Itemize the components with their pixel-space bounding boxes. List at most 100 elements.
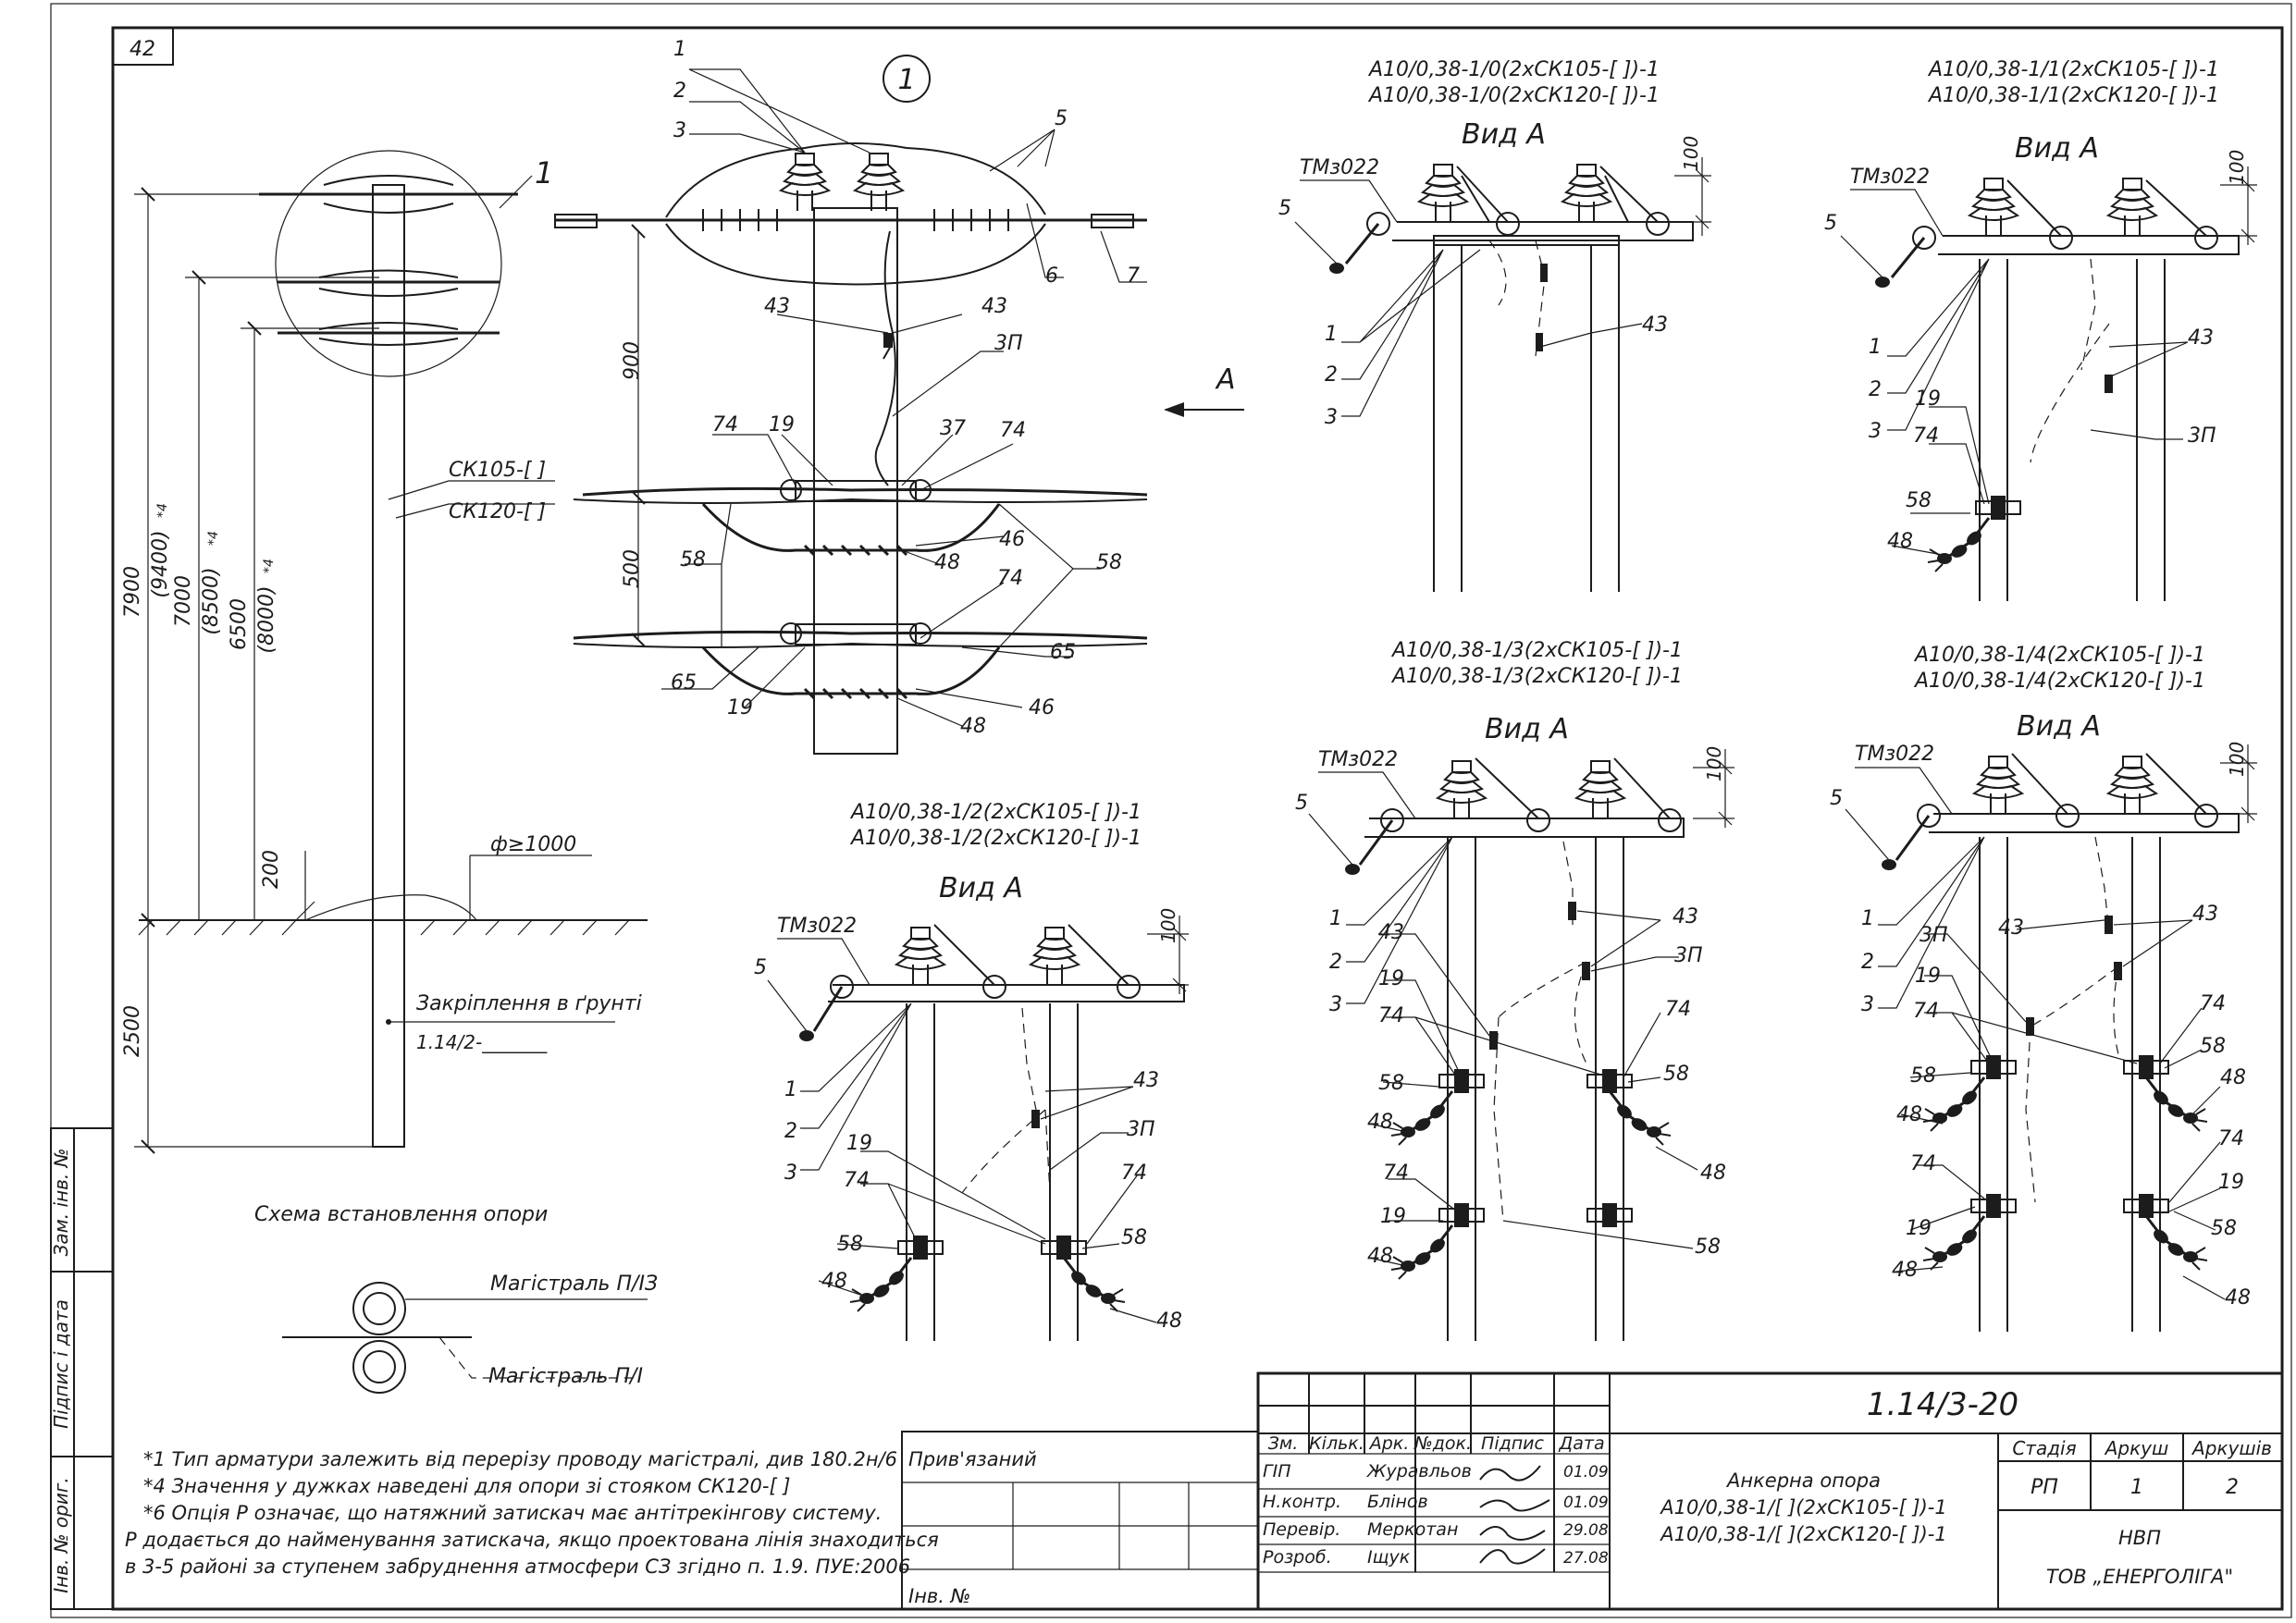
view-title-1: А10/0,38-1/3(2хСК105-[ ])-1 <box>1390 639 1683 662</box>
svg-text:5: 5 <box>1055 107 1068 130</box>
svg-text:48: 48 <box>2225 1286 2251 1309</box>
role-gip: ГІП <box>1263 1461 1290 1482</box>
svg-text:48: 48 <box>1156 1309 1182 1333</box>
svg-text:58: 58 <box>2200 1035 2226 1058</box>
installation-scheme: Схема встановлення опори Магістраль П/ІЗ… <box>254 1203 658 1394</box>
view-label: Вид А <box>1462 118 1546 151</box>
pole-type-2: СК120-[ ] <box>449 500 546 523</box>
view-tm-ref: ТМз022 <box>777 915 857 938</box>
svg-text:19: 19 <box>1378 967 1404 990</box>
dim-6500: 6500 <box>228 598 251 650</box>
svg-text:5: 5 <box>754 956 767 979</box>
svg-text:48: 48 <box>1892 1259 1918 1282</box>
svg-text:74: 74 <box>844 1169 870 1192</box>
svg-text:65: 65 <box>671 671 697 695</box>
svg-text:*4: *4 <box>262 559 277 573</box>
stage-header: Стадія <box>2012 1437 2076 1459</box>
svg-text:2: 2 <box>1329 951 1342 974</box>
svg-text:2: 2 <box>1869 378 1882 401</box>
svg-text:58: 58 <box>1663 1063 1689 1086</box>
svg-text:48: 48 <box>1367 1245 1393 1268</box>
view-title-1: А10/0,38-1/4(2хСК105-[ ])-1 <box>1913 644 2205 667</box>
note-1: *1 Тип арматури залежить від перерізу пр… <box>143 1448 897 1470</box>
svg-text:1: 1 <box>1869 336 1882 359</box>
dim-200: 200 <box>260 850 283 889</box>
document-code: 1.14/3-20 <box>1867 1386 2018 1423</box>
svg-text:2: 2 <box>673 80 686 103</box>
svg-text:2: 2 <box>784 1120 797 1143</box>
svg-text:3: 3 <box>1869 420 1882 443</box>
view-1-3: А10/0,38-1/3(2хСК105-[ ])-1 А10/0,38-1/3… <box>1295 639 1734 1341</box>
scheme-line-2: Магістраль П/І <box>488 1365 643 1388</box>
svg-text:48: 48 <box>1700 1162 1726 1185</box>
org-line-1: НВП <box>2118 1527 2161 1549</box>
svg-text:43: 43 <box>2192 903 2218 926</box>
sheets-header: Аркушів <box>2191 1437 2272 1459</box>
svg-text:5: 5 <box>1830 787 1843 810</box>
svg-text:58: 58 <box>1910 1064 1936 1088</box>
svg-text:74: 74 <box>1383 1162 1409 1185</box>
notes: *1 Тип арматури залежить від перерізу пр… <box>125 1448 939 1578</box>
view-dim: 100 <box>2226 150 2248 185</box>
tied-inv: Інв. № <box>908 1585 971 1607</box>
view-title-2: А10/0,38-1/0(2хСК120-[ ])-1 <box>1367 84 1660 107</box>
view-title-1: А10/0,38-1/2(2хСК105-[ ])-1 <box>849 801 1142 824</box>
view-tm-ref: ТМз022 <box>1318 748 1398 771</box>
svg-text:46: 46 <box>999 528 1025 551</box>
svg-text:43: 43 <box>1642 314 1668 337</box>
svg-text:74: 74 <box>1665 998 1691 1021</box>
view-1-2: А10/0,38-1/2(2хСК105-[ ])-1 А10/0,38-1/2… <box>754 801 1189 1341</box>
svg-text:3П: 3П <box>1674 944 1703 967</box>
svg-text:43: 43 <box>1133 1069 1159 1092</box>
svg-text:19: 19 <box>846 1132 872 1155</box>
svg-text:48: 48 <box>1367 1111 1393 1134</box>
svg-text:5: 5 <box>1824 212 1837 235</box>
view-title-2: А10/0,38-1/1(2хСК120-[ ])-1 <box>1927 84 2219 107</box>
sheet-header: Аркуш <box>2104 1437 2169 1459</box>
svg-text:58: 58 <box>1096 551 1122 574</box>
svg-text:48: 48 <box>960 715 986 738</box>
svg-text:48: 48 <box>2220 1066 2246 1089</box>
view-label: Вид А <box>2015 132 2099 165</box>
svg-text:3: 3 <box>1325 406 1338 429</box>
view-title-2: А10/0,38-1/4(2хСК120-[ ])-1 <box>1913 670 2205 693</box>
name-nkontr: Блінов <box>1367 1492 1428 1512</box>
hdr-pidpys: Підпис <box>1481 1433 1544 1454</box>
svg-text:7: 7 <box>1127 264 1140 288</box>
name-gip: Журавльов <box>1366 1461 1472 1482</box>
view-1-4: А10/0,38-1/4(2хСК105-[ ])-1 А10/0,38-1/4… <box>1830 644 2257 1332</box>
svg-text:3П: 3П <box>1920 924 1948 947</box>
svg-text:65: 65 <box>1050 641 1076 664</box>
view-label: Вид А <box>2017 710 2101 743</box>
svg-text:*4: *4 <box>206 531 221 546</box>
view-label: Вид А <box>1485 713 1569 745</box>
date-nkontr: 01.09 <box>1563 1494 1609 1512</box>
dim-2500: 2500 <box>121 1005 144 1057</box>
svg-text:74: 74 <box>1000 419 1026 442</box>
svg-text:5: 5 <box>1295 792 1308 815</box>
svg-text:46: 46 <box>1029 696 1055 719</box>
svg-text:19: 19 <box>2218 1171 2244 1194</box>
sheet-number-box <box>112 27 174 66</box>
svg-text:74: 74 <box>2218 1127 2244 1150</box>
tied-block: Прив'язаний Інв. № <box>901 1431 1259 1610</box>
svg-text:58: 58 <box>1121 1226 1147 1249</box>
note-4: Р додається до найменування затискача, я… <box>125 1529 939 1551</box>
sheet-number: 42 <box>130 38 155 61</box>
svg-text:74: 74 <box>1378 1004 1404 1027</box>
note-2: *4 Значення у дужках наведені для опори … <box>143 1475 791 1497</box>
hdr-kilk: Кільк. <box>1309 1433 1364 1454</box>
name-rozrob: Іщук <box>1367 1547 1411 1568</box>
org-line-2: ТОВ „ЕНЕРГОЛІГА" <box>2046 1566 2233 1588</box>
view-1-1: А10/0,38-1/1(2хСК105-[ ])-1 А10/0,38-1/1… <box>1824 58 2257 601</box>
svg-text:43: 43 <box>981 295 1007 318</box>
svg-text:2: 2 <box>1325 363 1338 387</box>
svg-text:3П: 3П <box>1127 1118 1155 1141</box>
mid-conductor <box>582 486 1148 497</box>
role-nkontr: Н.контр. <box>1263 1492 1341 1512</box>
svg-text:48: 48 <box>1896 1103 1922 1126</box>
svg-text:6: 6 <box>1045 264 1058 288</box>
view-tm-ref: ТМз022 <box>1300 156 1379 179</box>
svg-text:58: 58 <box>1695 1236 1721 1259</box>
